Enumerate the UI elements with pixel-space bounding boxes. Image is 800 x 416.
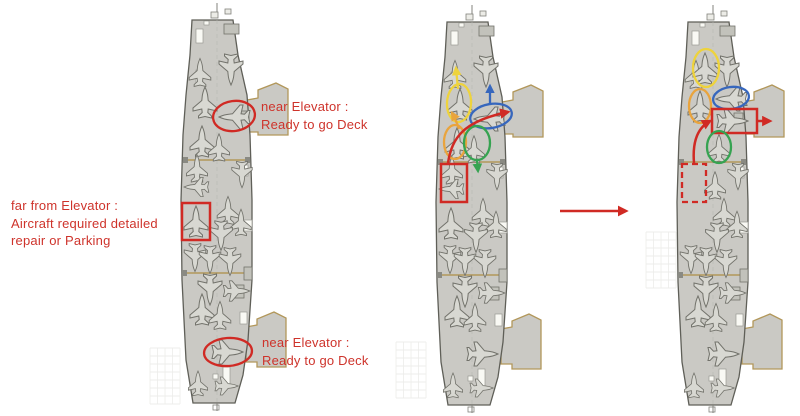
label-line: repair or Parking xyxy=(11,233,111,248)
background-grid-artifact xyxy=(645,231,677,289)
aircraft-icon xyxy=(718,282,747,304)
aircraft-icon xyxy=(685,294,711,328)
background-grid-artifact xyxy=(149,347,181,405)
deck-markings xyxy=(678,5,749,413)
aircraft-icon xyxy=(218,53,244,87)
label-near-elevator-top: near Elevator : Ready to go Deck xyxy=(261,98,368,133)
aircraft-icon xyxy=(707,341,741,367)
label-line: near Elevator : xyxy=(261,99,349,114)
aircraft-icon xyxy=(231,160,253,189)
aircraft-icon xyxy=(704,302,728,332)
label-far-from-elevator: far from Elevator : Aircraft required de… xyxy=(11,197,158,250)
aircraft-icon xyxy=(444,294,470,328)
aircraft-icon xyxy=(218,247,242,277)
background-grid-artifact xyxy=(395,341,427,399)
aircraft-icon xyxy=(704,170,726,200)
aircraft-icon xyxy=(188,57,212,87)
aircraft-icon xyxy=(189,124,215,158)
aircraft-icon xyxy=(183,176,210,198)
aircraft-icon xyxy=(471,197,495,227)
label-line: Ready to go Deck xyxy=(262,352,369,368)
label-line: far from Elevator : xyxy=(11,198,119,213)
aircraft-icon xyxy=(726,210,748,239)
aircraft-icon xyxy=(683,372,705,399)
aircraft-icon xyxy=(198,245,222,275)
elevator-bottom xyxy=(500,313,542,370)
aircraft-icon xyxy=(209,220,233,252)
aircraft-icon xyxy=(712,197,736,227)
aircraft-icon xyxy=(714,55,740,89)
label-near-elevator-bottom: near Elevator : Ready to go Deck xyxy=(262,334,369,369)
elevator-platforms xyxy=(245,82,289,368)
deck-result-state xyxy=(645,5,785,413)
aircraft-icon xyxy=(452,275,478,309)
label-line: near Elevator : xyxy=(262,335,350,350)
aircraft-icon xyxy=(463,302,487,332)
aircraft-icon xyxy=(693,275,719,309)
elevator-bottom xyxy=(741,313,783,370)
label-line: Ready to go Deck xyxy=(261,116,368,132)
aircraft-icon xyxy=(486,162,508,191)
aircraft-icon xyxy=(438,245,462,275)
elevator-top xyxy=(742,84,785,138)
aircraft-icon xyxy=(222,280,251,302)
aircraft-icon xyxy=(230,208,252,237)
aircraft-icon xyxy=(183,243,207,273)
aircraft-icon xyxy=(710,378,736,398)
aircraft-icon xyxy=(197,273,223,307)
aircraft-icon xyxy=(466,341,500,367)
deck-movement-plan xyxy=(395,5,544,413)
aircraft-icon xyxy=(442,372,464,399)
aircraft-icon xyxy=(694,247,718,277)
aircraft-icon xyxy=(208,300,232,330)
aircraft-icon xyxy=(679,245,703,275)
aircraft-icon xyxy=(214,376,240,396)
aircraft-icon xyxy=(485,210,507,239)
elevator-top xyxy=(501,84,544,138)
aircraft-icon xyxy=(453,247,477,277)
aircraft-icon xyxy=(186,153,208,183)
aircraft-icon xyxy=(187,370,209,397)
aircraft-icon xyxy=(464,222,488,254)
aircraft-icon xyxy=(438,206,464,240)
aircraft-icon xyxy=(192,85,218,119)
aircraft-icon xyxy=(216,195,240,225)
aircraft-icon xyxy=(473,249,497,279)
aircraft-icon xyxy=(189,292,215,326)
aircraft-icon xyxy=(714,249,738,279)
aircraft-icon xyxy=(473,55,499,89)
aircraft-icon xyxy=(469,378,495,398)
aircraft-icon xyxy=(727,162,749,191)
label-line: Aircraft required detailed xyxy=(11,215,158,231)
aircraft-icon xyxy=(477,282,506,304)
aircraft-icon xyxy=(208,132,230,162)
aircraft-icon xyxy=(705,222,729,254)
